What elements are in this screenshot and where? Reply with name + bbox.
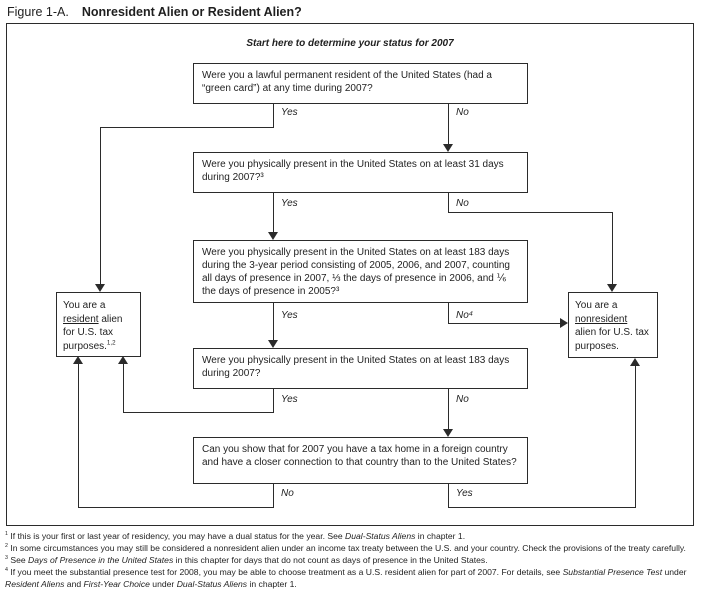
connector-line: [273, 303, 274, 341]
arrow-up-icon: [630, 358, 640, 366]
connector-line: [273, 484, 274, 508]
connector-line: [448, 389, 449, 429]
label-q2-no: No: [456, 198, 469, 209]
connector-line: [78, 507, 274, 508]
footnote-1: 1 If this is your first or last year of …: [5, 531, 466, 541]
result-nonresident-alien: You are a nonresident alien for U.S. tax…: [568, 292, 658, 358]
question-31-days: Were you physically present in the Unite…: [193, 152, 528, 193]
arrow-right-icon: [560, 318, 568, 328]
connector-line: [100, 127, 101, 285]
figure-title: Figure 1-A. Nonresident Alien or Resident…: [7, 5, 302, 19]
flowchart-frame: [6, 23, 694, 526]
connector-line: [635, 365, 636, 508]
footnote-2: 2 In some circumstances you may still be…: [5, 543, 686, 554]
connector-line: [123, 364, 124, 413]
arrow-down-icon: [268, 232, 278, 240]
connector-line: [612, 212, 613, 285]
label-q3-no: No⁴: [456, 310, 474, 321]
label-q5-yes: Yes: [456, 488, 473, 499]
connector-line: [448, 484, 449, 508]
footnote-3: 3 See Days of Presence in the United Sta…: [5, 555, 488, 566]
footnotes: 1 If this is your first or last year of …: [5, 531, 701, 591]
connector-line: [448, 303, 449, 324]
label-q1-no: No: [456, 107, 469, 118]
arrow-up-icon: [73, 356, 83, 364]
question-green-card: Were you a lawful permanent resident of …: [193, 63, 528, 104]
label-q4-yes: Yes: [281, 394, 298, 405]
arrow-down-icon: [607, 284, 617, 292]
result-resident-alien: You are a resident alien for U.S. tax pu…: [56, 292, 141, 357]
question-tax-home: Can you show that for 2007 you have a ta…: [193, 437, 528, 484]
figure-heading: Nonresident Alien or Resident Alien?: [81, 5, 302, 19]
question-183-days-2007: Were you physically present in the Unite…: [193, 348, 528, 389]
connector-line: [448, 507, 636, 508]
arrow-down-icon: [443, 429, 453, 437]
connector-line: [273, 389, 274, 413]
arrow-down-icon: [443, 144, 453, 152]
label-q1-yes: Yes: [281, 107, 298, 118]
connector-line: [78, 364, 79, 508]
connector-line: [448, 103, 449, 145]
figure-number: Figure 1-A.: [7, 5, 69, 19]
connector-line: [273, 103, 274, 128]
connector-line: [448, 193, 449, 213]
label-q5-no: No: [281, 488, 294, 499]
arrow-up-icon: [118, 356, 128, 364]
start-instruction: Start here to determine your status for …: [246, 38, 454, 49]
label-q4-no: No: [456, 394, 469, 405]
label-q2-yes: Yes: [281, 198, 298, 209]
connector-line: [448, 212, 613, 213]
question-183-days-3-year: Were you physically present in the Unite…: [193, 240, 528, 303]
connector-line: [448, 323, 560, 324]
connector-line: [123, 412, 274, 413]
connector-line: [100, 127, 274, 128]
connector-line: [273, 193, 274, 233]
label-q3-yes: Yes: [281, 310, 298, 321]
arrow-down-icon: [95, 284, 105, 292]
arrow-down-icon: [268, 340, 278, 348]
footnote-4: 4 If you meet the substantial presence t…: [5, 567, 687, 589]
